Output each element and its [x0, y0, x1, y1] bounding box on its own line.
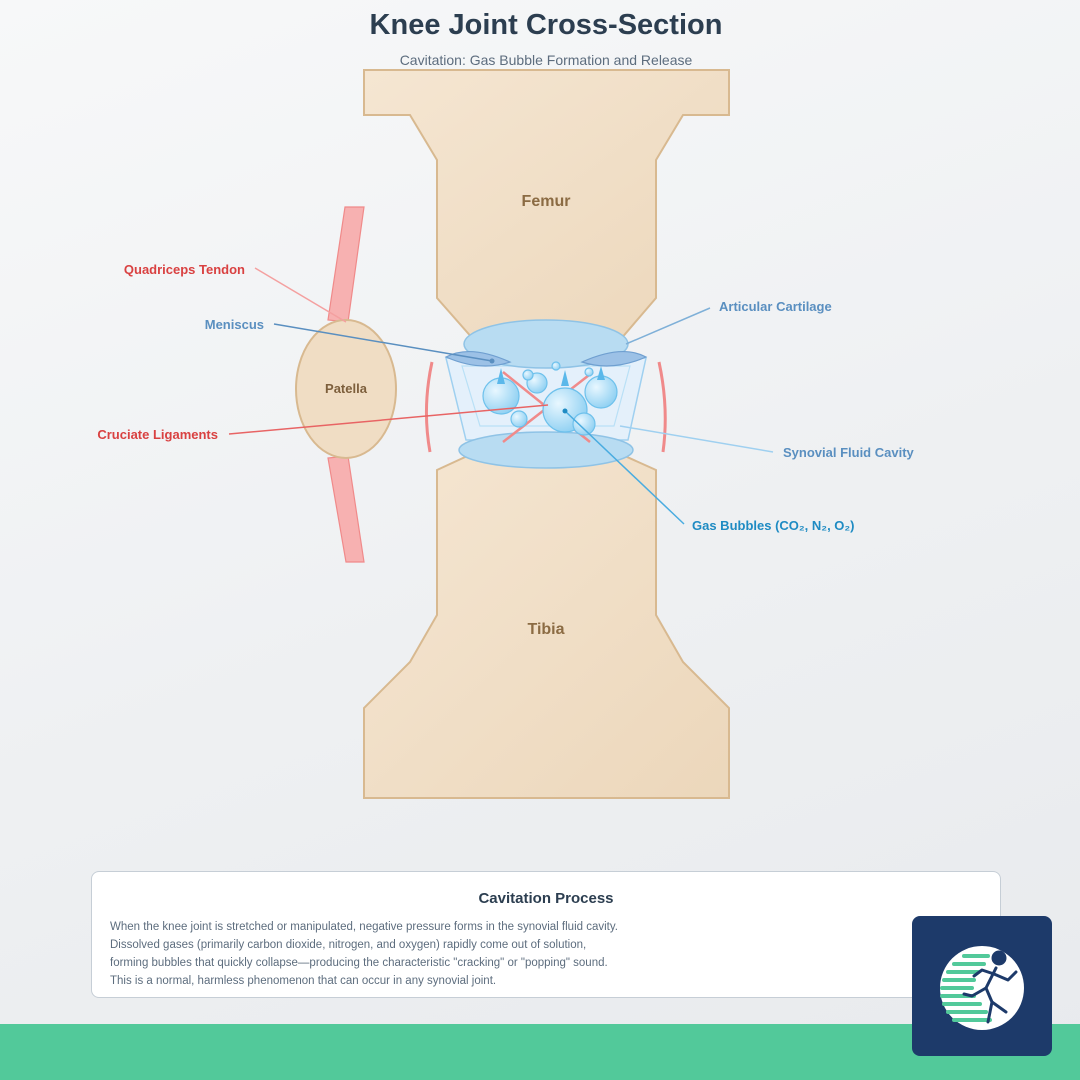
jet — [497, 368, 505, 384]
patella-bone — [295, 319, 397, 459]
jet — [597, 366, 605, 380]
bubble — [584, 367, 594, 377]
info-line: When the knee joint is stretched or mani… — [110, 921, 618, 933]
label-articular-cartilage: Articular Cartilage — [719, 299, 832, 314]
leader-cartilage — [625, 307, 711, 345]
label-cruciate-ligaments: Cruciate Ligaments — [97, 427, 218, 442]
footer-bar — [0, 1024, 1080, 1080]
quadriceps-tendon — [327, 206, 365, 323]
meniscus-right — [580, 350, 648, 367]
bubble — [551, 361, 561, 371]
label-synovial-fluid-cavity: Synovial Fluid Cavity — [783, 445, 915, 460]
capsule-arc-left — [424, 361, 434, 453]
jet — [561, 370, 569, 386]
leader-dot-gas — [562, 408, 568, 414]
brand-logo — [912, 916, 1052, 1056]
patellar-ligament — [327, 455, 365, 563]
knee-diagram: Knee Joint Cross-Section Cavitation: Gas… — [97, 9, 915, 799]
label-meniscus: Meniscus — [205, 317, 264, 332]
bubble-jets — [497, 366, 605, 386]
leader-quadriceps — [254, 267, 347, 323]
leader-dot-meniscus — [489, 358, 495, 364]
info-box: Cavitation Process When the knee joint i… — [91, 871, 1001, 998]
leader-synovial — [619, 425, 774, 453]
leader-cruciate — [228, 404, 549, 435]
running-person-logo-icon — [940, 946, 1024, 1030]
tibia-bone — [363, 451, 730, 799]
bubble — [510, 410, 528, 428]
gas-bubbles — [482, 361, 618, 436]
leader-meniscus — [273, 323, 493, 362]
label-gas-bubbles: Gas Bubbles (CO₂, N₂, O₂) — [692, 518, 855, 533]
tibia-label: Tibia — [527, 621, 564, 638]
cartilage-upper — [463, 319, 629, 369]
info-line: Dissolved gases (primarily carbon dioxid… — [110, 939, 587, 951]
leader-gas — [564, 410, 685, 525]
bubble — [584, 375, 618, 409]
page-title: Knee Joint Cross-Section — [370, 9, 723, 41]
info-line: forming bubbles that quickly collapse—pr… — [110, 957, 608, 969]
info-title: Cavitation Process — [478, 890, 614, 907]
bubble — [572, 412, 596, 436]
page-subtitle: Cavitation: Gas Bubble Formation and Rel… — [400, 52, 693, 68]
bubble — [522, 369, 534, 381]
femur-label: Femur — [522, 193, 571, 210]
label-quadriceps-tendon: Quadriceps Tendon — [124, 262, 245, 277]
info-line: This is a normal, harmless phenomenon th… — [110, 975, 497, 987]
patella-label: Patella — [325, 381, 368, 396]
capsule-arc-right — [657, 361, 667, 453]
